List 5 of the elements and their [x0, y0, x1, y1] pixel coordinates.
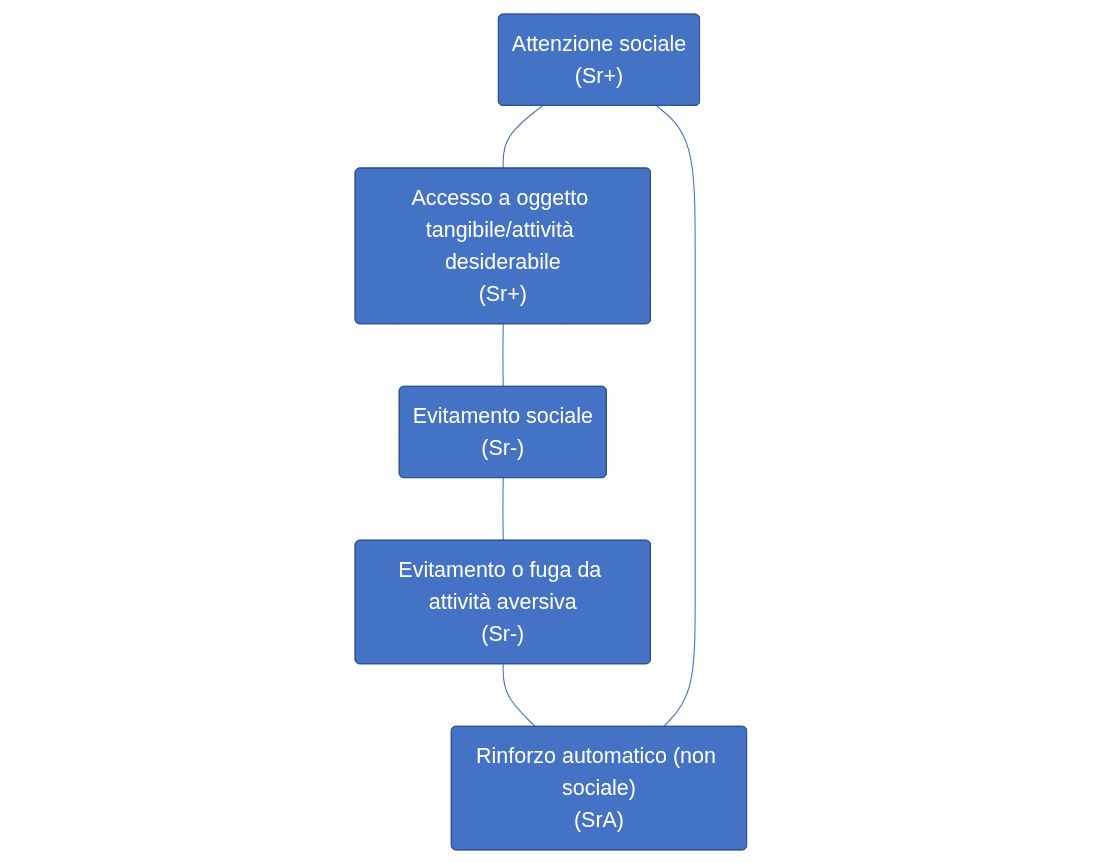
connector: [502, 104, 543, 169]
connector: [655, 104, 696, 727]
connector: [502, 477, 504, 541]
connector: [502, 663, 536, 727]
connector: [502, 323, 504, 387]
